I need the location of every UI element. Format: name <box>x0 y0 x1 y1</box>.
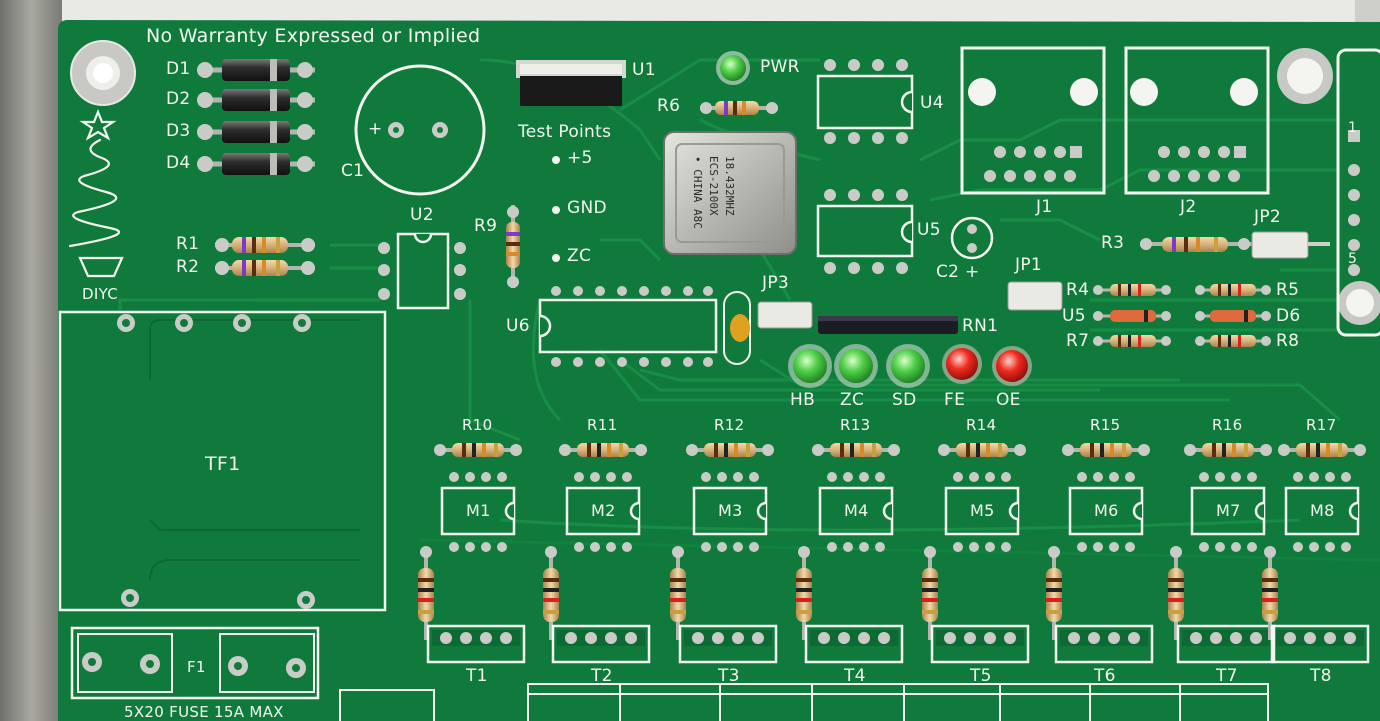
connector-pin-1: 1 <box>1348 120 1358 136</box>
label-d1: D1 <box>166 59 191 79</box>
label-d6: D6 <box>1276 306 1301 326</box>
label-t5: T5 <box>970 666 992 686</box>
led-label-oe: OE <box>996 390 1021 410</box>
channel-block <box>796 443 904 664</box>
label-r15: R15 <box>1090 416 1121 434</box>
label-r17: R17 <box>1306 416 1337 434</box>
label-rn1: RN1 <box>962 316 999 336</box>
label-jp1: JP1 <box>1015 255 1042 275</box>
label-r11: R11 <box>587 416 618 434</box>
label-d3: D3 <box>166 121 191 141</box>
label-r1: R1 <box>176 234 200 254</box>
label-u1: U1 <box>632 60 656 80</box>
label-m5: M5 <box>970 501 995 520</box>
label-t2: T2 <box>591 666 613 686</box>
disclaimer-text: No Warranty Expressed or Implied <box>146 25 481 47</box>
label-t1: T1 <box>466 666 488 686</box>
label-r2: R2 <box>176 257 200 277</box>
channel-block <box>1168 443 1276 664</box>
c1-polarity-plus: + <box>368 119 383 139</box>
connector-pin-5: 5 <box>1348 251 1358 267</box>
channel-block <box>670 443 778 664</box>
label-pwr: PWR <box>760 57 800 77</box>
label-r9: R9 <box>474 216 498 236</box>
led-label-hb: HB <box>790 390 816 410</box>
label-m2: M2 <box>591 501 616 520</box>
label-j2: J2 <box>1180 197 1197 217</box>
channel-block <box>418 443 526 664</box>
label-r13: R13 <box>840 416 871 434</box>
label-u5: U5 <box>917 220 941 240</box>
label-t4: T4 <box>844 666 866 686</box>
label-t7: T7 <box>1216 666 1238 686</box>
label-r8: R8 <box>1276 331 1300 351</box>
label-r12: R12 <box>714 416 745 434</box>
label-u4: U4 <box>920 93 944 113</box>
oscillator-line-1: 18.432MHZ <box>723 156 736 216</box>
label-j1: J1 <box>1036 197 1053 217</box>
label-m8: M8 <box>1310 501 1335 520</box>
label-jp2: JP2 <box>1254 207 1281 227</box>
test-point-zc: ZC <box>567 246 592 266</box>
label-u2: U2 <box>410 205 434 225</box>
label-r3: R3 <box>1101 233 1125 253</box>
c2-polarity-plus: + <box>965 262 980 282</box>
label-c1: C1 <box>341 161 365 181</box>
label-f1: F1 <box>187 658 206 676</box>
label-c2: C2 <box>936 262 960 282</box>
label-d4: D4 <box>166 153 191 173</box>
label-m6: M6 <box>1094 501 1119 520</box>
led-label-zc: ZC <box>840 390 865 410</box>
logo-text: DIYC <box>82 285 118 303</box>
label-m1: M1 <box>466 501 491 520</box>
oscillator-line-2: ECS-2100X <box>707 156 720 216</box>
label-m4: M4 <box>844 501 869 520</box>
label-r5: R5 <box>1276 280 1300 300</box>
test-points-title: Test Points <box>518 122 612 142</box>
label-t6: T6 <box>1094 666 1116 686</box>
test-point-5v: +5 <box>567 148 593 168</box>
channel-block <box>543 443 651 664</box>
label-d2: D2 <box>166 89 191 109</box>
label-tf1: TF1 <box>205 453 241 475</box>
test-point-gnd: GND <box>567 198 607 218</box>
channel-block <box>1262 443 1370 664</box>
label-r4: R4 <box>1066 280 1090 300</box>
oscillator-line-3: • CHINA A8C <box>691 156 704 229</box>
fuse-rating-text: 5X20 FUSE 15A MAX <box>124 703 284 721</box>
channel-block <box>922 443 1030 664</box>
label-t3: T3 <box>718 666 740 686</box>
label-u6: U6 <box>506 316 530 336</box>
channel-block <box>1046 443 1154 664</box>
label-r16: R16 <box>1212 416 1243 434</box>
label-r6: R6 <box>657 96 681 116</box>
label-r7: R7 <box>1066 331 1090 351</box>
led-label-sd: SD <box>892 390 917 410</box>
label-r14: R14 <box>966 416 997 434</box>
label-m7: M7 <box>1216 501 1241 520</box>
label-t8: T8 <box>1310 666 1332 686</box>
label-jp3: JP3 <box>762 273 789 293</box>
label-m3: M3 <box>718 501 743 520</box>
label-r10: R10 <box>462 416 493 434</box>
label-u5-small: U5 <box>1062 306 1086 326</box>
led-label-fe: FE <box>944 390 966 410</box>
